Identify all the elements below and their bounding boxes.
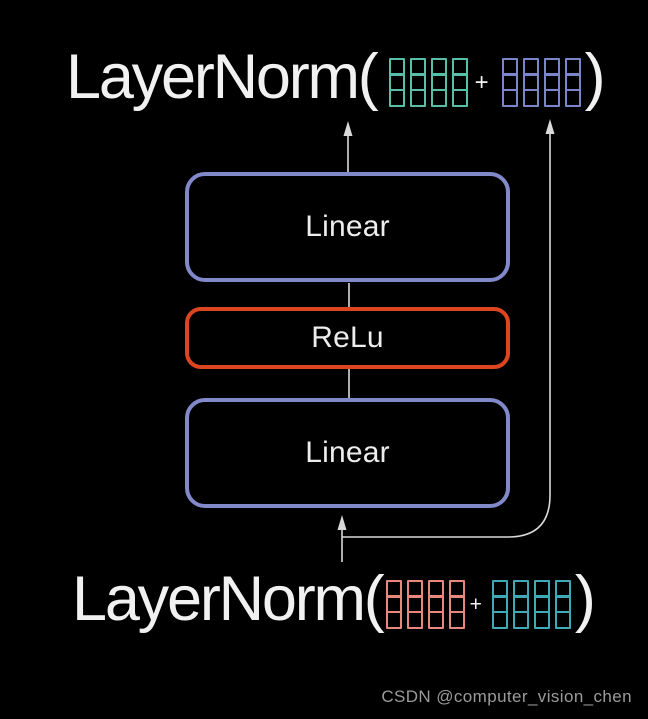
- bottom-teal-matrix-icon: [491, 579, 571, 629]
- matrix-column: [409, 57, 426, 107]
- top-layernorm-formula: LayerNorm( + ): [66, 42, 606, 112]
- bottom-layernorm-text: LayerNorm(: [72, 564, 385, 634]
- matrix-cell: [491, 610, 508, 629]
- matrix-cell: [533, 610, 550, 629]
- bottom-layernorm-formula: LayerNorm( + ): [72, 564, 596, 634]
- matrix-cell: [409, 88, 426, 107]
- matrix-column: [448, 579, 465, 629]
- arrowhead-bottom-center: [337, 515, 347, 530]
- matrix-cell: [554, 610, 571, 629]
- matrix-column: [430, 57, 447, 107]
- matrix-cell: [543, 88, 560, 107]
- matrix-cell: [448, 610, 465, 629]
- matrix-cell: [427, 610, 444, 629]
- bottom-pink-matrix-icon: [385, 579, 465, 629]
- matrix-cell: [388, 88, 405, 107]
- matrix-column: [522, 57, 539, 107]
- arrowhead-skip-top: [545, 119, 555, 134]
- matrix-column: [385, 579, 402, 629]
- matrix-column: [543, 57, 560, 107]
- bottom-close-paren: ): [574, 564, 596, 634]
- matrix-cell: [512, 610, 529, 629]
- matrix-column: [388, 57, 405, 107]
- relu-block: ReLu: [185, 307, 510, 369]
- matrix-column: [564, 57, 581, 107]
- matrix-cell: [564, 88, 581, 107]
- matrix-column: [451, 57, 468, 107]
- csdn-watermark: CSDN @computer_vision_chen: [381, 687, 632, 706]
- linear-top-label: Linear: [305, 210, 390, 243]
- matrix-cell: [385, 610, 402, 629]
- matrix-column: [533, 579, 550, 629]
- top-close-paren: ): [584, 42, 606, 112]
- relu-label: ReLu: [311, 321, 384, 354]
- matrix-cell: [501, 88, 518, 107]
- matrix-column: [406, 579, 423, 629]
- matrix-cell: [430, 88, 447, 107]
- top-teal-matrix-icon: [388, 57, 468, 107]
- top-plus-operator: +: [474, 68, 489, 96]
- matrix-cell: [406, 610, 423, 629]
- top-purple-matrix-icon: [501, 57, 581, 107]
- arrowhead-top-center: [343, 121, 353, 136]
- linear-block-top: Linear: [185, 172, 510, 282]
- matrix-cell: [451, 88, 468, 107]
- linear-bottom-label: Linear: [305, 436, 390, 469]
- matrix-column: [491, 579, 508, 629]
- matrix-column: [427, 579, 444, 629]
- top-layernorm-text: LayerNorm(: [66, 42, 379, 112]
- matrix-column: [512, 579, 529, 629]
- linear-block-bottom: Linear: [185, 398, 510, 508]
- matrix-cell: [522, 88, 539, 107]
- matrix-column: [501, 57, 518, 107]
- bottom-plus-operator: +: [469, 593, 482, 616]
- matrix-column: [554, 579, 571, 629]
